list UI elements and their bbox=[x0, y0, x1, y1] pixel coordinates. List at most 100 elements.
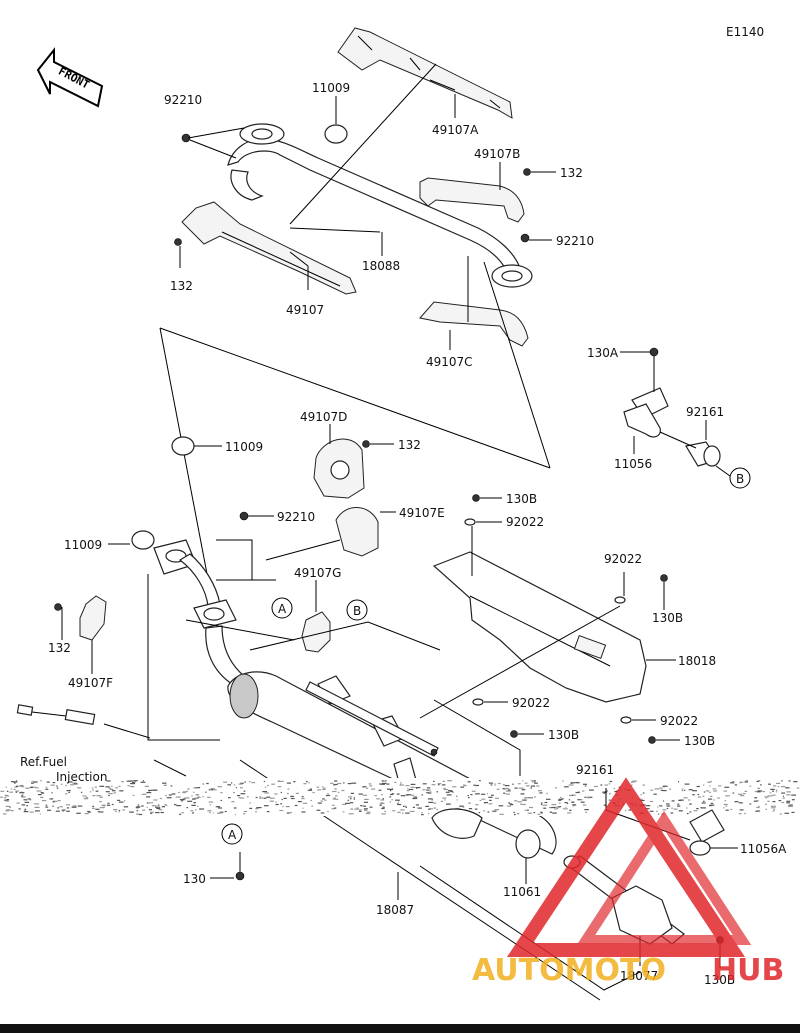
noise-speck bbox=[52, 805, 54, 807]
noise-speck bbox=[732, 781, 735, 783]
washer-92022-b bbox=[614, 596, 626, 604]
noise-speck bbox=[257, 807, 262, 809]
noise-speck bbox=[323, 787, 326, 789]
circle-b-right bbox=[729, 467, 751, 489]
noise-speck bbox=[118, 801, 124, 803]
noise-speck bbox=[405, 812, 410, 814]
noise-speck bbox=[738, 793, 743, 795]
noise-speck bbox=[9, 791, 14, 793]
noise-speck bbox=[274, 793, 278, 795]
damper-92161-top bbox=[685, 441, 721, 467]
noise-speck bbox=[312, 791, 315, 794]
noise-speck bbox=[293, 781, 296, 783]
noise-speck bbox=[658, 813, 660, 815]
noise-speck bbox=[422, 789, 426, 791]
noise-speck bbox=[791, 794, 796, 796]
noise-speck bbox=[767, 800, 770, 802]
noise-speck bbox=[6, 799, 10, 801]
noise-speck bbox=[777, 786, 780, 788]
noise-speck bbox=[582, 804, 587, 806]
noise-speck bbox=[150, 811, 154, 813]
noise-speck bbox=[366, 787, 369, 789]
noise-speck bbox=[580, 801, 585, 803]
noise-speck bbox=[369, 785, 373, 787]
noise-speck bbox=[577, 799, 581, 801]
noise-speck bbox=[584, 809, 589, 811]
noise-speck bbox=[436, 791, 439, 793]
label-92210-top: 92210 bbox=[164, 93, 202, 107]
noise-speck bbox=[575, 782, 580, 784]
noise-speck bbox=[725, 809, 729, 811]
noise-speck bbox=[649, 800, 654, 803]
noise-speck bbox=[609, 780, 613, 783]
label-92210-right: 92210 bbox=[556, 234, 594, 248]
bolt-130B-d bbox=[648, 736, 656, 744]
bolt-132-lower bbox=[54, 603, 62, 611]
label-132-mid: 132 bbox=[398, 438, 421, 452]
noise-speck bbox=[55, 810, 60, 812]
noise-speck bbox=[474, 808, 478, 810]
noise-speck bbox=[678, 810, 683, 812]
noise-speck bbox=[770, 805, 776, 807]
noise-speck bbox=[396, 802, 399, 805]
label-130B-e: 130B bbox=[704, 973, 735, 987]
bracket-11056 bbox=[623, 347, 669, 438]
noise-speck bbox=[529, 797, 533, 799]
noise-speck bbox=[97, 811, 100, 813]
noise-speck bbox=[562, 808, 568, 810]
bolt-132-left bbox=[174, 238, 182, 246]
noise-speck bbox=[362, 786, 367, 788]
noise-speck bbox=[689, 803, 692, 805]
noise-speck bbox=[739, 809, 744, 811]
noise-speck bbox=[84, 813, 89, 815]
noise-speck bbox=[353, 797, 355, 799]
noise-speck bbox=[410, 794, 415, 796]
noise-speck bbox=[742, 793, 746, 795]
bottom-band bbox=[0, 1024, 800, 1033]
noise-speck bbox=[404, 805, 407, 808]
gasket-11009-left bbox=[131, 530, 155, 550]
leader-lines-top bbox=[179, 63, 556, 350]
noise-speck bbox=[520, 803, 523, 805]
noise-speck bbox=[181, 812, 184, 814]
label-92161-bottom: 92161 bbox=[576, 763, 614, 777]
noise-speck bbox=[301, 796, 304, 798]
noise-speck bbox=[506, 805, 511, 807]
noise-speck bbox=[207, 810, 212, 812]
noise-speck bbox=[405, 785, 410, 787]
noise-speck bbox=[208, 789, 211, 791]
noise-speck bbox=[228, 797, 231, 799]
noise-speck bbox=[4, 799, 9, 801]
noise-speck bbox=[96, 795, 102, 797]
noise-speck bbox=[364, 798, 369, 800]
noise-speck bbox=[757, 787, 760, 789]
noise-speck bbox=[335, 795, 338, 797]
noise-speck bbox=[165, 804, 168, 806]
noise-speck bbox=[428, 789, 431, 791]
noise-speck bbox=[544, 801, 548, 804]
noise-speck bbox=[382, 806, 385, 808]
noise-speck bbox=[251, 782, 256, 784]
noise-speck bbox=[448, 790, 453, 792]
noise-speck bbox=[91, 807, 96, 809]
noise-speck bbox=[160, 811, 164, 814]
noise-speck bbox=[83, 798, 89, 800]
noise-speck bbox=[233, 784, 236, 786]
noise-speck bbox=[753, 800, 758, 802]
noise-speck bbox=[374, 795, 377, 797]
noise-speck bbox=[255, 808, 258, 810]
noise-speck bbox=[19, 792, 25, 794]
noise-speck bbox=[124, 800, 126, 802]
noise-speck bbox=[552, 812, 557, 814]
noise-speck bbox=[14, 786, 18, 788]
noise-speck bbox=[773, 785, 777, 787]
noise-speck bbox=[437, 783, 442, 785]
noise-speck bbox=[117, 799, 121, 801]
noise-speck bbox=[765, 803, 767, 805]
noise-speck bbox=[791, 799, 795, 801]
noise-speck bbox=[391, 799, 393, 801]
noise-speck bbox=[31, 780, 33, 782]
noise-speck bbox=[540, 812, 543, 814]
heat-guard-49107 bbox=[181, 201, 357, 295]
noise-speck bbox=[99, 801, 102, 803]
